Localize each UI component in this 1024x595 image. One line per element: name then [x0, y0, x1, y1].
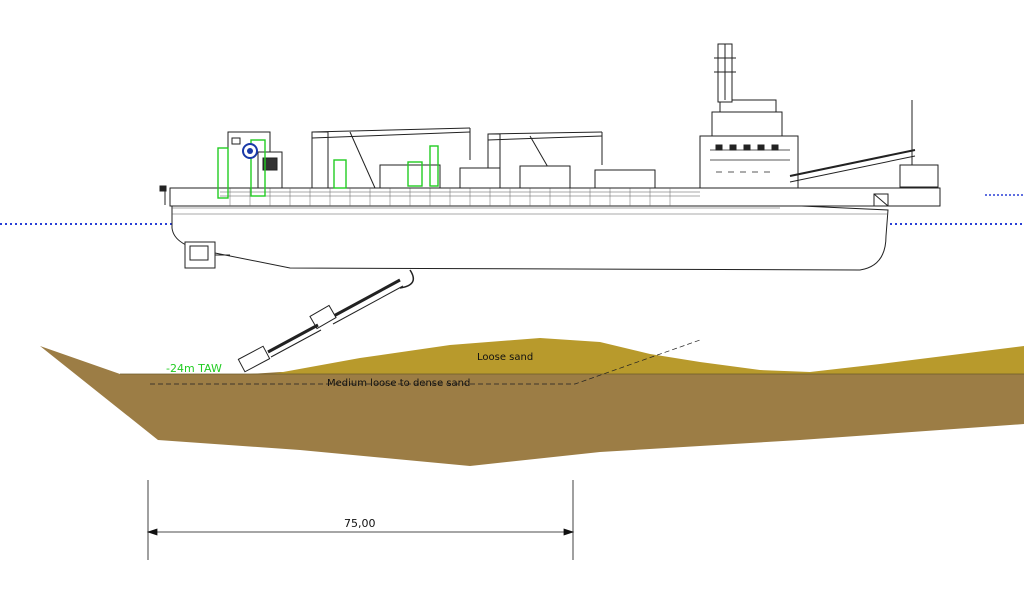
dense-sand-layer — [40, 346, 1024, 466]
seabed — [40, 338, 1024, 466]
dimension-value: 75,00 — [344, 517, 376, 530]
green-equipment — [217, 139, 439, 199]
dimension-line — [146, 480, 575, 560]
bow-pipe — [789, 149, 916, 177]
suction-drag-arm — [237, 269, 415, 373]
loose-sand-layer — [272, 338, 1024, 374]
main-mast — [714, 43, 736, 103]
ship-hull — [171, 204, 889, 271]
loose-sand-label: Loose sand — [477, 352, 533, 363]
ship-logo-icon — [242, 143, 258, 159]
aft-crane — [311, 127, 471, 189]
draghead — [237, 345, 271, 373]
bridge-superstructure — [699, 99, 799, 189]
design-dredge-profile — [150, 339, 701, 385]
dense-sand-label: Medium loose to dense sand — [327, 378, 470, 389]
trailing-suction-hopper-dredger — [159, 43, 941, 271]
main-deck — [169, 187, 941, 207]
depth-label: -24m TAW — [166, 362, 222, 375]
